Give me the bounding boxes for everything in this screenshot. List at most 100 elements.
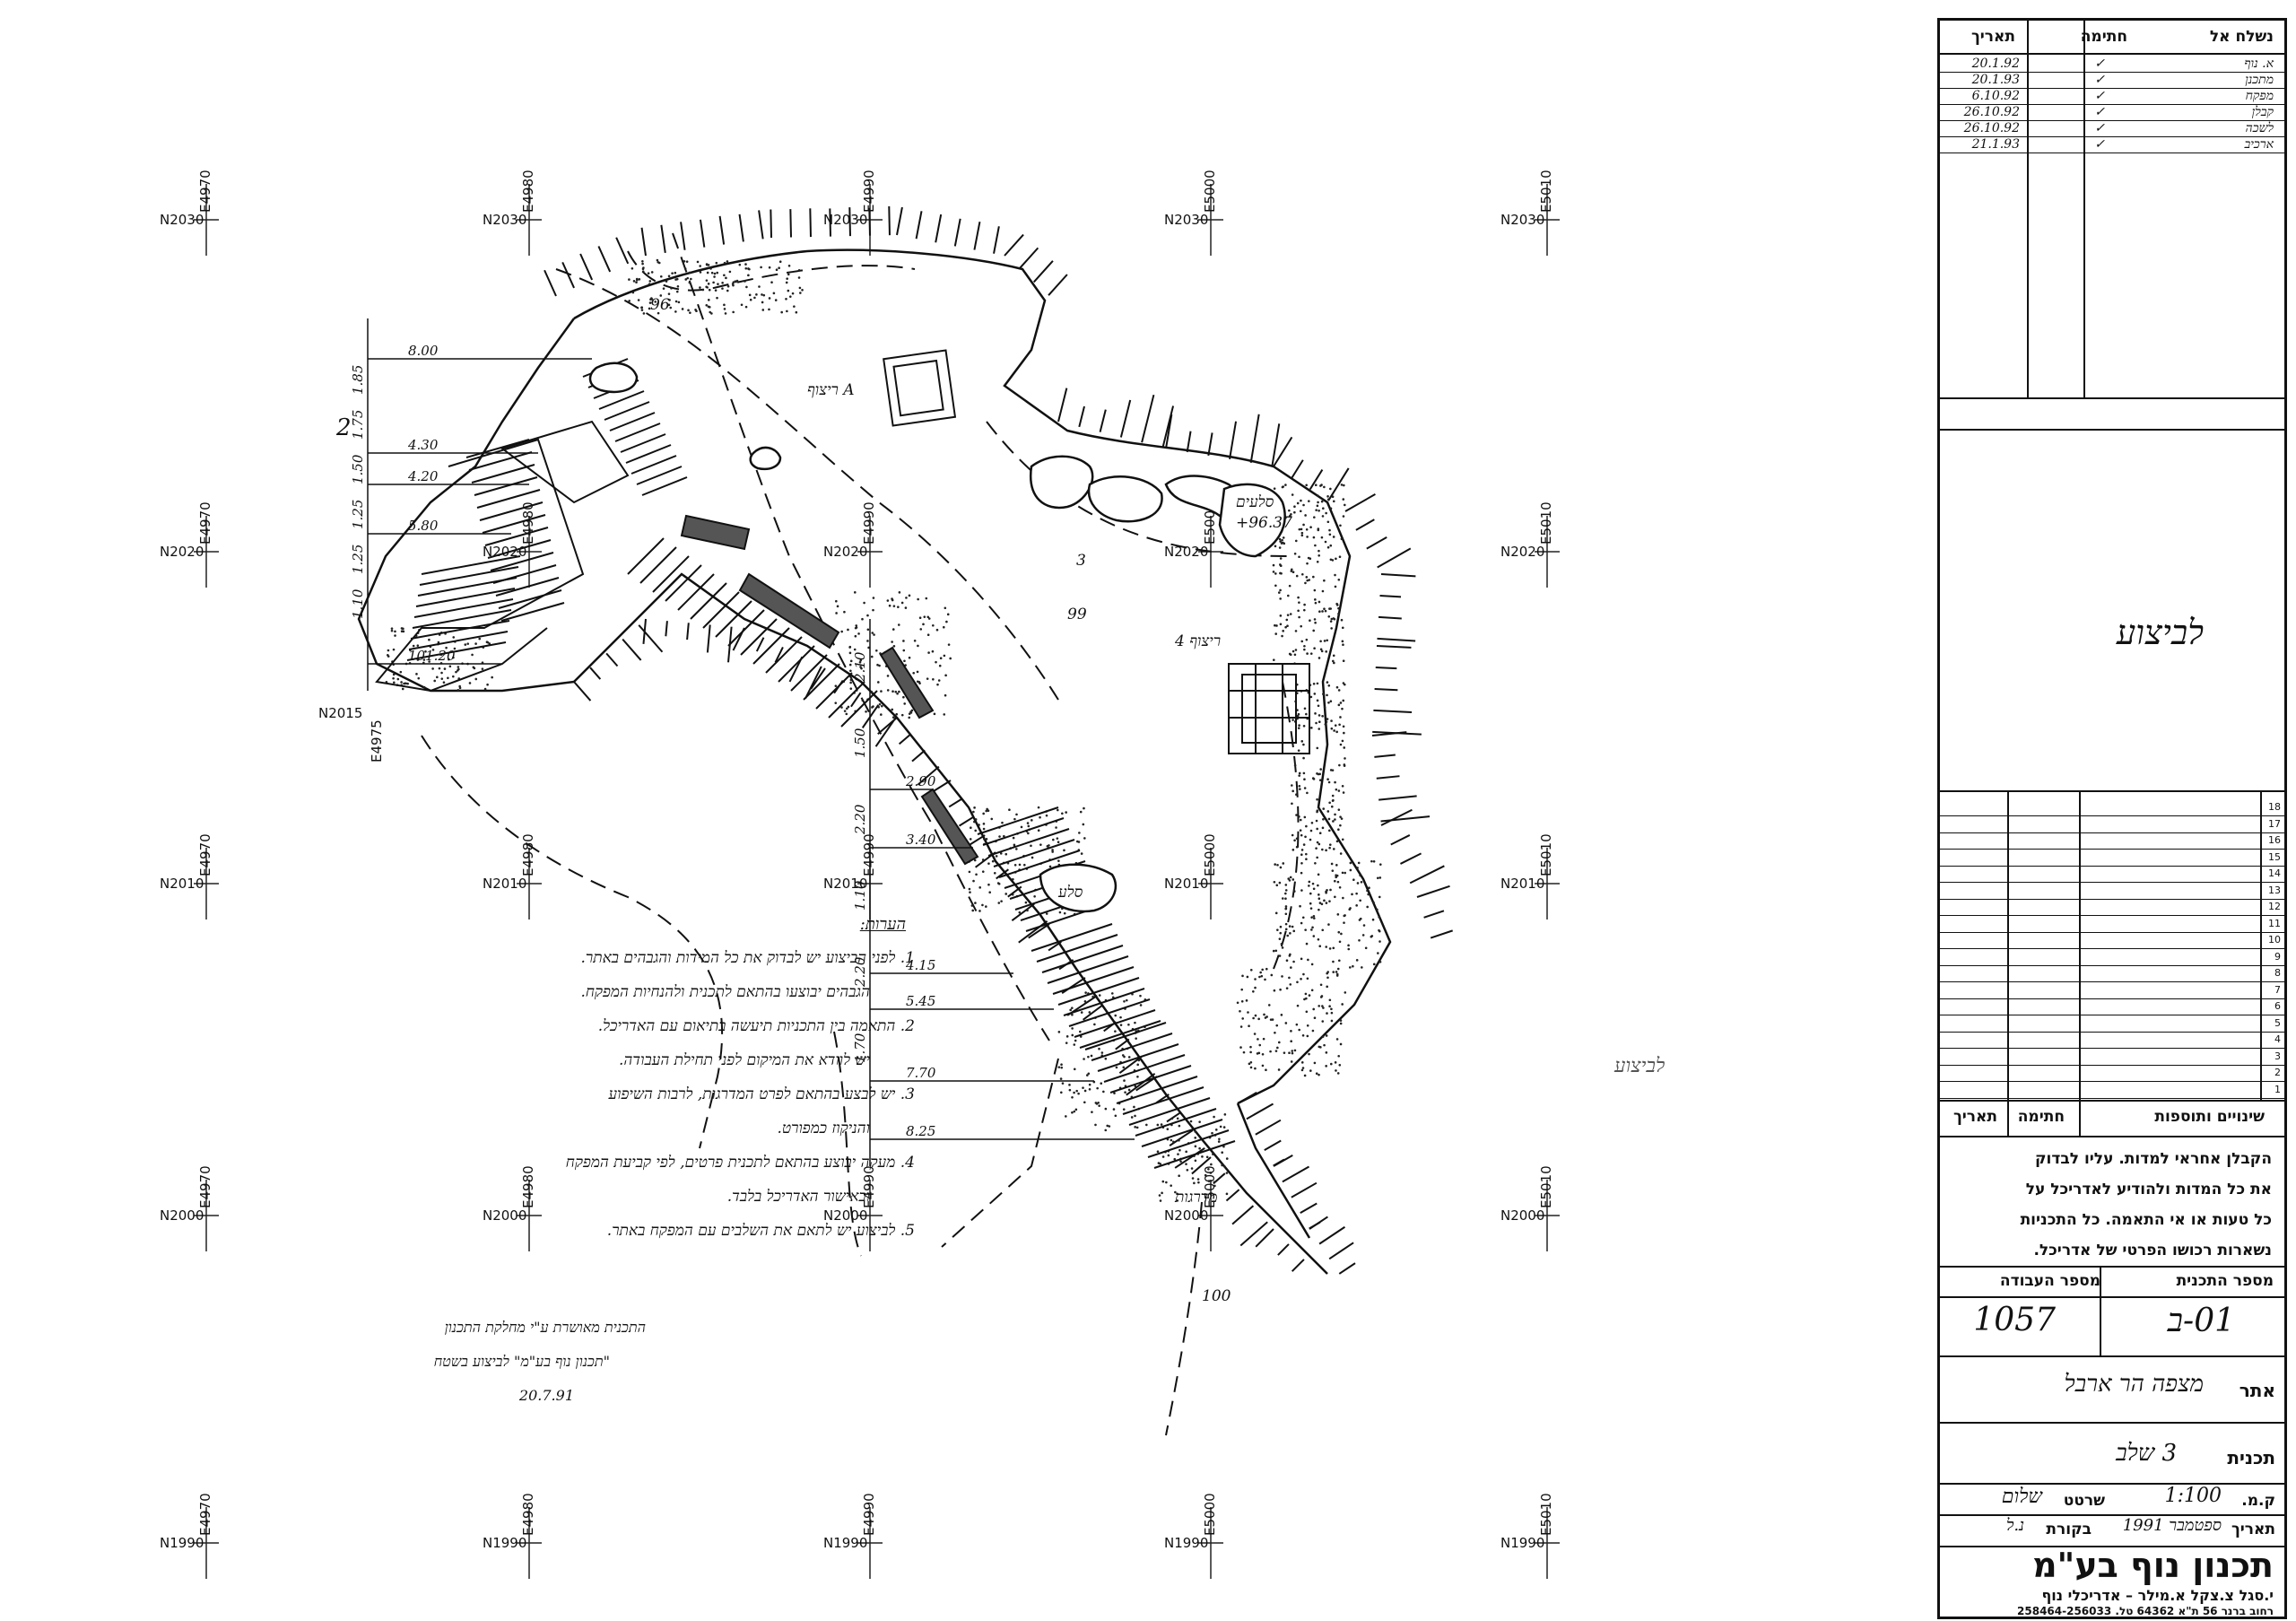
sand-dot <box>726 260 729 263</box>
sand-dot <box>1284 897 1287 901</box>
sand-dot <box>1263 1013 1265 1016</box>
note-line: 3. יש לבצע בהתאם לפרט המדרגות, לרבות השי… <box>608 1085 915 1103</box>
sand-dot <box>1336 913 1340 916</box>
dimension-label: 1.10 <box>852 880 868 911</box>
sand-dot <box>943 654 946 658</box>
scale-label: ק.מ. <box>2241 1492 2275 1510</box>
sand-dot <box>1177 1153 1179 1155</box>
sand-dot <box>1332 654 1335 658</box>
sand-dot <box>1321 589 1325 593</box>
slope-hatch-line <box>1282 1165 1310 1183</box>
slope-hatch-line <box>1373 709 1413 714</box>
sand-dot <box>1073 1110 1076 1113</box>
sand-dot <box>1334 724 1337 727</box>
sand-dot <box>1325 1034 1328 1037</box>
revision-row-number: 11 <box>2268 917 2281 929</box>
sand-dot <box>1269 1050 1272 1053</box>
sand-dot <box>918 682 921 685</box>
sand-dot <box>1302 523 1305 527</box>
sand-dot <box>1332 617 1335 620</box>
sand-dot <box>873 633 875 636</box>
sand-dot <box>758 285 761 288</box>
sand-dot <box>713 272 717 275</box>
slope-hatch-line <box>1380 808 1413 826</box>
sand-dot <box>1315 819 1318 823</box>
sand-dot <box>881 704 883 708</box>
sand-dot <box>1082 1086 1084 1089</box>
sand-dot <box>1318 1005 1321 1007</box>
sand-dot <box>855 626 858 629</box>
sand-dot <box>1279 931 1283 935</box>
sand-dot <box>1245 999 1248 1002</box>
sand-dot <box>471 653 474 657</box>
slope-hatch-line <box>605 652 619 667</box>
sand-dot <box>1139 1004 1143 1007</box>
sand-dot <box>1333 729 1335 732</box>
slope-hatch-line <box>544 269 557 297</box>
label-level-96: 96 <box>650 296 670 314</box>
sand-dot <box>1291 802 1293 806</box>
sand-dot <box>1279 540 1282 543</box>
slope-hatch-line <box>680 222 686 250</box>
sand-dot <box>987 862 990 865</box>
sand-dot <box>1324 723 1327 726</box>
sand-dot <box>1343 921 1345 924</box>
sand-dot <box>847 705 850 709</box>
contractor-note-line: נשארות רכושו הפרטי של אדריכל. <box>2033 1242 2272 1259</box>
sand-dot <box>1328 846 1331 850</box>
sand-dot <box>1185 1163 1187 1165</box>
sand-dot <box>1065 1115 1067 1118</box>
sand-dot <box>706 271 709 275</box>
sand-dot <box>1372 963 1376 966</box>
slope-hatching <box>544 205 1453 1275</box>
slope-hatch-line <box>615 237 630 265</box>
sand-dot <box>973 806 976 809</box>
sand-dot <box>1376 908 1378 911</box>
sand-dot <box>761 301 764 304</box>
sand-dot <box>785 281 788 284</box>
sand-dot <box>723 261 726 265</box>
sand-dot <box>922 623 925 626</box>
sand-dot <box>1326 810 1330 813</box>
sand-dot <box>1334 1061 1337 1064</box>
sand-dot <box>768 308 770 311</box>
sand-dot <box>667 292 671 295</box>
sand-dot <box>654 301 657 303</box>
stair-tread <box>1135 1108 1217 1137</box>
sand-dot <box>1317 501 1319 504</box>
distribution-date: 6.10.92 <box>1971 89 2020 103</box>
sand-dot <box>1223 1165 1226 1168</box>
sand-dot <box>900 713 904 717</box>
sand-dot <box>937 679 941 682</box>
sand-dot <box>1279 925 1283 928</box>
sand-dot <box>699 271 702 274</box>
sand-dot <box>1326 498 1330 501</box>
sand-dot <box>1313 588 1317 592</box>
sand-dot <box>483 687 487 691</box>
sand-dot <box>1339 716 1342 719</box>
stair-tread <box>465 439 530 458</box>
sand-dot <box>926 615 930 619</box>
slope-hatch-line <box>1380 815 1431 823</box>
sand-dot <box>981 903 984 907</box>
sand-dot <box>1318 902 1322 904</box>
sand-dot <box>1080 1011 1083 1014</box>
sand-dot <box>1013 817 1016 821</box>
slope-hatch-line <box>848 207 851 237</box>
slope-hatch-line <box>1371 731 1407 736</box>
sand-dot <box>1285 959 1289 963</box>
slope-hatch-line <box>1207 432 1213 457</box>
revision-row-number: 15 <box>2268 850 2281 863</box>
sand-dot <box>1355 904 1358 907</box>
sand-dot <box>1278 881 1282 885</box>
sand-dot <box>1305 852 1308 856</box>
sand-dot <box>996 882 1000 885</box>
sand-dot <box>1317 528 1320 532</box>
sand-dot <box>1189 1120 1193 1123</box>
sand-dot <box>761 293 763 296</box>
sand-dot <box>848 646 851 649</box>
sand-dot <box>847 628 849 632</box>
sand-dot <box>898 690 900 693</box>
sand-dot <box>1309 838 1312 841</box>
sand-dot <box>1300 853 1303 856</box>
